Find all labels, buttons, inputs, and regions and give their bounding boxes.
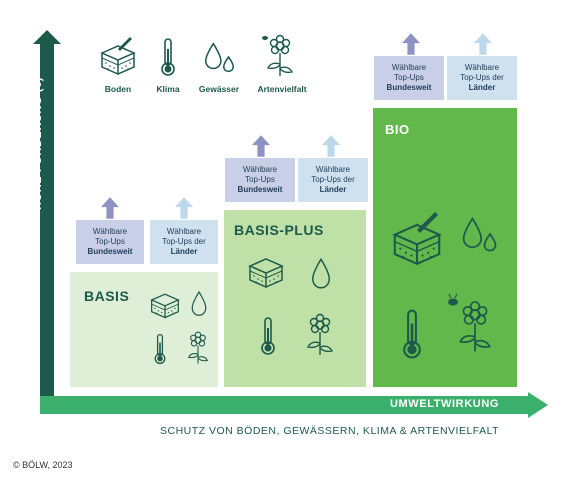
topup-arrow-laender-basis bbox=[175, 197, 193, 219]
tier-basis: BASIS bbox=[70, 272, 218, 387]
flower-bee-icon bbox=[262, 34, 293, 77]
tier-bio: BIO bbox=[373, 108, 517, 387]
thermometer-icon bbox=[402, 309, 422, 359]
water-drops-icon bbox=[462, 217, 497, 252]
flower-icon bbox=[188, 331, 208, 365]
legend-label-artenvielfalt: Artenvielfalt bbox=[257, 84, 307, 94]
y-axis-arrow bbox=[33, 30, 61, 400]
flower-icon bbox=[307, 313, 333, 356]
topup-arrow-bundesweit-basis-plus bbox=[252, 135, 270, 157]
water-drops-icon bbox=[204, 42, 235, 73]
topup-arrow-laender-bio bbox=[474, 33, 492, 55]
copyright: © BÖLW, 2023 bbox=[13, 460, 73, 470]
soil-icon bbox=[151, 293, 179, 319]
topup-arrow-bundesweit-bio bbox=[402, 33, 420, 55]
tier-basis-plus-title: BASIS-PLUS bbox=[234, 222, 324, 238]
legend-label-klima: Klima bbox=[156, 84, 180, 94]
topup-arrow-bundesweit-basis bbox=[101, 197, 119, 219]
tier-basis-title: BASIS bbox=[84, 288, 130, 304]
thermometer-icon bbox=[260, 316, 276, 356]
water-drop-icon bbox=[311, 258, 331, 289]
y-axis-label: HÖHE FÖRDERUNG (€) bbox=[32, 76, 44, 210]
tier-bio-title: BIO bbox=[385, 122, 410, 137]
legend-label-boden: Boden bbox=[104, 84, 132, 94]
flower-bee-icon bbox=[448, 293, 491, 353]
soil-icon bbox=[393, 212, 441, 265]
tier-basis-plus: BASIS-PLUS bbox=[224, 210, 366, 387]
x-axis-arrow bbox=[40, 392, 548, 418]
water-drop-icon bbox=[191, 291, 207, 316]
soil-icon bbox=[249, 258, 283, 288]
thermometer-icon bbox=[154, 333, 166, 365]
subtitle: SCHUTZ VON BÖDEN, GEWÄSSERN, KLIMA & ART… bbox=[160, 425, 500, 437]
thermometer-icon bbox=[161, 38, 175, 76]
soil-icon bbox=[101, 37, 135, 75]
legend-label-gewaesser: Gewässer bbox=[198, 84, 240, 94]
topup-arrow-laender-basis-plus bbox=[322, 135, 340, 157]
x-axis-label: UMWELTWIRKUNG bbox=[390, 398, 500, 410]
